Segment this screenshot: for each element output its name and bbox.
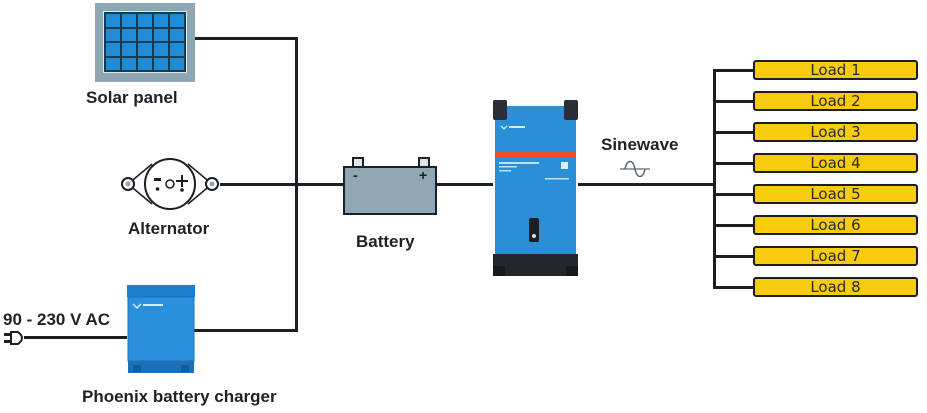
wire-load-bus [713,69,716,289]
wire-load-branch [713,286,755,289]
solar-cell [170,28,184,41]
battery-label: Battery [356,232,415,251]
solar-cell [106,14,120,27]
wire-main-dc [220,183,343,186]
solar-cell [138,43,152,56]
solar-cell [122,57,136,70]
battery-icon: - + [343,166,437,215]
battery-positive-terminal [418,157,430,166]
power-plug-icon [4,331,23,345]
wire-load-branch [713,224,755,227]
wire-battery-inverter [437,183,493,186]
solar-cell [170,43,184,56]
solar-panel-label: Solar panel [86,88,178,107]
load-box: Load 8 [753,277,918,297]
solar-cell [170,57,184,70]
alternator-icon [121,158,219,210]
wire-load-branch [713,131,755,134]
wire-inverter-output [578,183,715,186]
ac-input-label: 90 - 230 V AC [3,310,111,329]
battery-negative-terminal [352,157,364,166]
wire-load-branch [713,100,755,103]
solar-cell [122,43,136,56]
solar-cell [122,28,136,41]
solar-cell [138,28,152,41]
inverter-icon [493,100,578,276]
sinewave-label: Sinewave [601,135,679,154]
load-box: Load 1 [753,60,918,80]
load-box: Load 5 [753,184,918,204]
load-box: Load 6 [753,215,918,235]
solar-cell [138,57,152,70]
load-box: Load 7 [753,246,918,266]
battery-charger-icon [127,285,195,373]
battery-positive-sign: + [419,167,428,183]
wire-load-branch [713,69,755,72]
wire-solar-horizontal [195,37,298,40]
wire-load-branch [713,162,755,165]
solar-cell [170,14,184,27]
wire-charger-horizontal [194,329,298,332]
solar-cell [154,43,168,56]
solar-panel-icon [95,3,195,82]
solar-cell [106,57,120,70]
wire-ac-input [24,336,127,339]
solar-cell [154,57,168,70]
wire-load-branch [713,255,755,258]
solar-cell [106,28,120,41]
wire-load-branch [713,193,755,196]
solar-cell [122,14,136,27]
charger-label: Phoenix battery charger [82,387,277,406]
load-box: Load 3 [753,122,918,142]
alternator-label: Alternator [128,219,210,238]
load-box: Load 2 [753,91,918,111]
solar-cell [154,14,168,27]
battery-negative-sign: - [353,167,358,183]
solar-cell [154,28,168,41]
solar-cell [138,14,152,27]
solar-cell [106,43,120,56]
load-box: Load 4 [753,153,918,173]
sine-wave-icon [620,160,650,178]
